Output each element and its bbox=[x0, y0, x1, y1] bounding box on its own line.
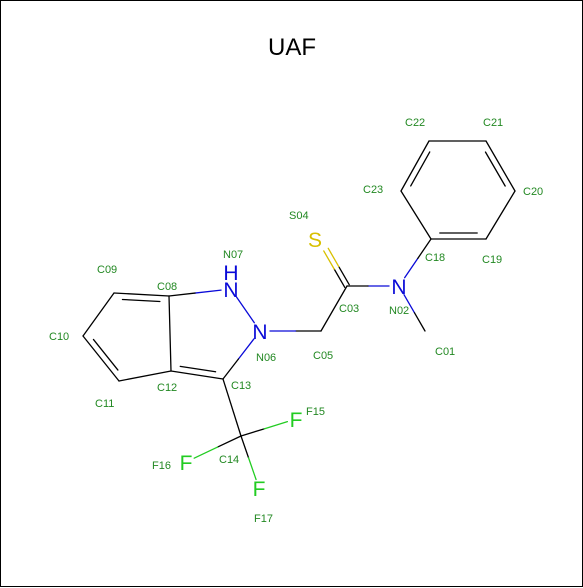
atom-label-c18: C18 bbox=[425, 252, 445, 264]
bond-c19-c20 bbox=[485, 190, 516, 240]
atom-label-n02: N02 bbox=[389, 305, 409, 317]
atom-label-f17: F17 bbox=[254, 513, 273, 525]
bond-c22-c23 bbox=[400, 140, 430, 192]
atom-label-c20: C20 bbox=[523, 186, 543, 198]
atom-label-c22: C22 bbox=[405, 117, 425, 129]
atom-label-n07: N07 bbox=[223, 249, 243, 261]
bond-c10-c11 bbox=[82, 335, 120, 382]
atom-label-c05: C05 bbox=[313, 350, 333, 362]
atom-label-c21: C21 bbox=[483, 117, 503, 129]
atom-label-f15: F15 bbox=[306, 406, 325, 418]
bond-c20-c21 bbox=[485, 140, 516, 192]
atom-label-c08: C08 bbox=[157, 281, 177, 293]
bond-n02-c01 bbox=[403, 294, 416, 314]
bond-c13-c14 bbox=[222, 378, 242, 437]
atom-label-c12: C12 bbox=[157, 382, 177, 394]
atom-label-c11: C11 bbox=[95, 398, 114, 410]
bond-layer bbox=[82, 140, 516, 481]
atom-label-f16: F16 bbox=[152, 460, 171, 472]
bond-c14-f16 bbox=[193, 446, 219, 459]
bond-c03-c05 bbox=[320, 285, 348, 332]
atom-label-n06: N06 bbox=[256, 352, 276, 364]
atom-label-c19: C19 bbox=[482, 254, 502, 266]
bond-n07-c08 bbox=[168, 292, 196, 297]
bond-c14-f15 bbox=[263, 421, 289, 430]
bond-c14-f15 bbox=[240, 428, 265, 437]
atom-label-c14: C14 bbox=[219, 454, 239, 466]
element-symbol-f17: F bbox=[253, 478, 266, 501]
atom-label-c01: C01 bbox=[435, 346, 455, 358]
bond-n07-c08 bbox=[194, 289, 222, 294]
bond-c03-s04-b bbox=[333, 268, 346, 288]
atom-label-s04: S04 bbox=[289, 210, 309, 222]
bond-c11-c12 bbox=[118, 370, 172, 382]
bond-n02-c18 bbox=[417, 238, 432, 260]
molecule-title: UAF bbox=[268, 34, 316, 61]
bond-c03-s04-a bbox=[327, 247, 340, 268]
bond-c23-c18 bbox=[400, 190, 432, 240]
bond-c20-c21-inner bbox=[484, 151, 506, 187]
bond-c12-c13 bbox=[170, 370, 224, 380]
bond-c03-s04-b bbox=[323, 250, 335, 270]
bond-c08-c09 bbox=[113, 292, 170, 297]
atom-label-c09: C09 bbox=[97, 264, 117, 276]
bond-c12-c08 bbox=[168, 295, 172, 372]
atom-label-c23: C23 bbox=[363, 184, 383, 196]
bond-n02-c01 bbox=[413, 312, 426, 332]
bond-c22-c23-inner bbox=[410, 151, 431, 187]
bond-c09-c10 bbox=[82, 292, 115, 337]
bond-c14-f17 bbox=[240, 435, 250, 459]
element-symbol-s04: S bbox=[308, 229, 322, 252]
bond-c14-f16 bbox=[216, 435, 242, 448]
element-symbol-n06: N bbox=[252, 321, 267, 344]
atom-label-c03: C03 bbox=[339, 303, 359, 315]
element-symbol-n02: N bbox=[391, 276, 406, 299]
bond-n02-c18 bbox=[403, 257, 419, 279]
element-symbol-f16: F bbox=[180, 452, 193, 475]
bond-n06-n07 bbox=[236, 296, 255, 324]
hydrogen-symbol-n07: H bbox=[223, 262, 238, 285]
bond-c03-s04-a bbox=[338, 265, 350, 286]
bond-n06-c13 bbox=[237, 338, 255, 360]
bond-c08-c09-inner bbox=[121, 298, 161, 303]
bond-c12-c13-inner bbox=[179, 365, 217, 373]
bond-c10-c11-inner bbox=[92, 338, 119, 371]
bond-n06-c13 bbox=[222, 358, 240, 380]
element-symbol-f15: F bbox=[290, 409, 303, 432]
atom-label-c10: C10 bbox=[49, 331, 69, 343]
bond-c14-f17 bbox=[247, 457, 257, 481]
atom-label-c13: C13 bbox=[231, 380, 251, 392]
element-symbol-n07: N bbox=[223, 279, 238, 302]
